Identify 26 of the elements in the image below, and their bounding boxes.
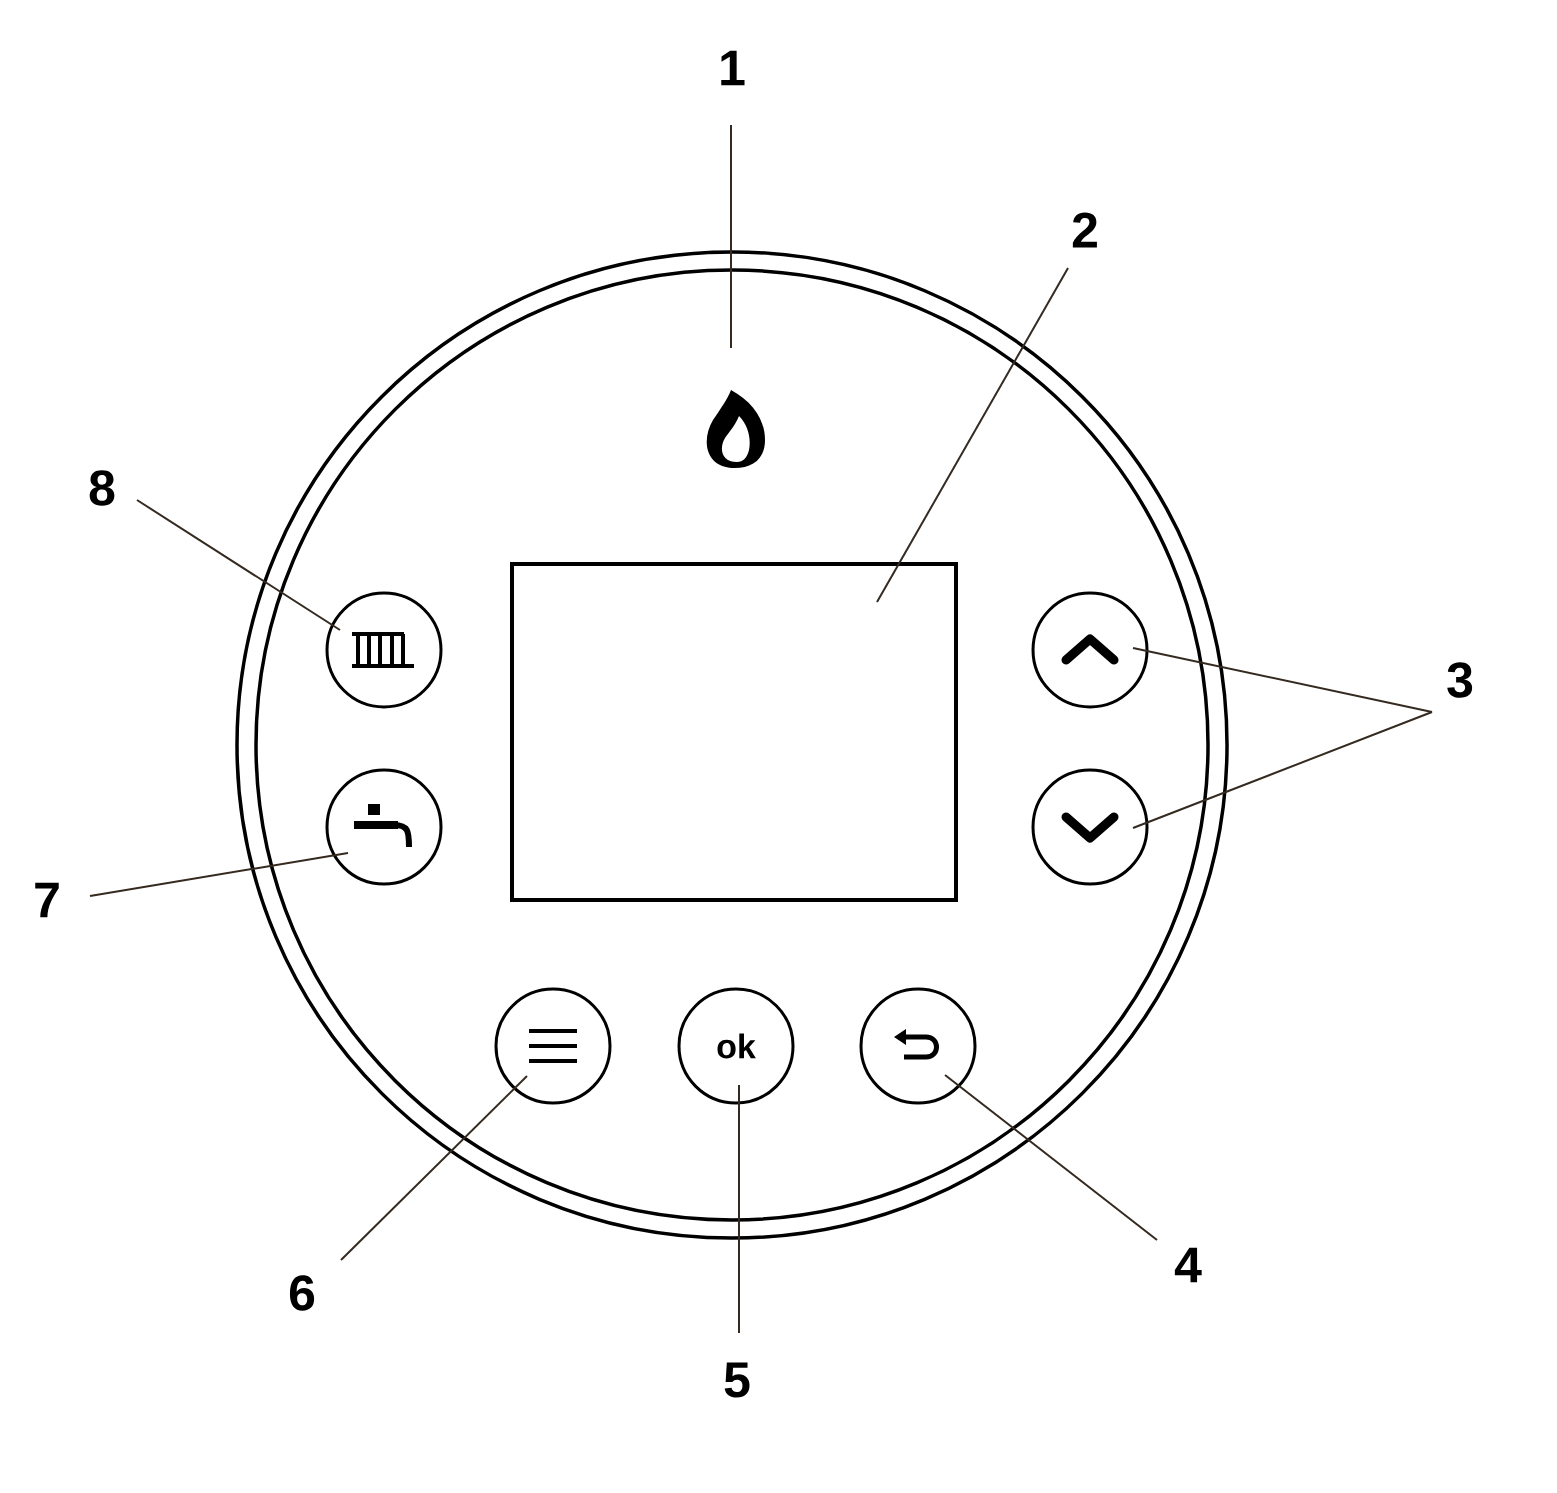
callout-number: 1 [721, 50, 745, 86]
menu-button [494, 987, 612, 1105]
hot-water-button [325, 768, 443, 886]
flame-icon [706, 390, 765, 468]
leader-line [89, 852, 349, 897]
back-button [859, 987, 977, 1105]
leader-line [876, 267, 1069, 603]
leader-line [136, 499, 341, 631]
ok-button: ok [677, 987, 795, 1105]
leader-line [944, 1074, 1158, 1241]
callout-number: 8 [89, 470, 115, 506]
heating-button [325, 591, 443, 709]
callout-number: 5 [724, 1362, 750, 1398]
leader-line [1132, 711, 1433, 829]
up-button [1031, 591, 1149, 709]
down-button [1031, 768, 1149, 886]
leader-line [1132, 647, 1433, 713]
callout-number: 4 [1174, 1247, 1202, 1283]
leader-line [730, 124, 732, 349]
leader-line [340, 1075, 528, 1261]
leader-line [738, 1084, 740, 1334]
callout-number: 7 [35, 882, 59, 918]
callout-number: 3 [1447, 662, 1473, 698]
callout-number: 6 [289, 1275, 315, 1311]
display-screen [510, 562, 958, 902]
callout-number: 2 [1072, 212, 1097, 248]
